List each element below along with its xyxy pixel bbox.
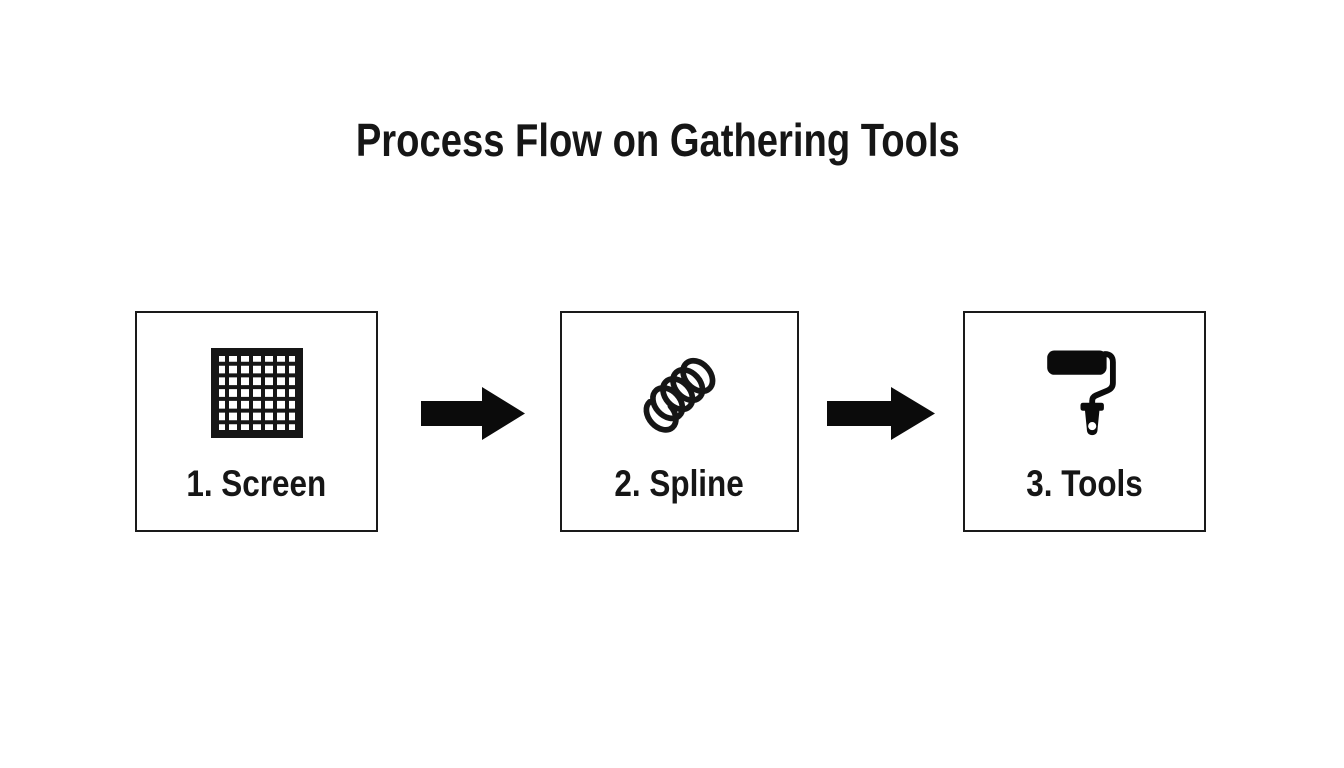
paint-roller-icon bbox=[1040, 343, 1130, 444]
step-box-screen: 1. Screen bbox=[135, 311, 378, 532]
step-label: 2. Spline bbox=[614, 463, 745, 504]
arrow-right-icon bbox=[421, 385, 527, 447]
step-box-tools: 3. Tools bbox=[963, 311, 1206, 532]
step-label: 1. Screen bbox=[186, 463, 327, 504]
mesh-grid-icon bbox=[210, 348, 303, 443]
arrow-right-icon bbox=[827, 385, 937, 447]
spline-coil-icon bbox=[628, 340, 732, 449]
diagram-title: Process Flow on Gathering Tools bbox=[0, 117, 1344, 163]
step-box-spline: 2. Spline bbox=[560, 311, 799, 532]
step-label: 3. Tools bbox=[1026, 463, 1143, 504]
diagram-title-text: Process Flow on Gathering Tools bbox=[356, 114, 960, 166]
